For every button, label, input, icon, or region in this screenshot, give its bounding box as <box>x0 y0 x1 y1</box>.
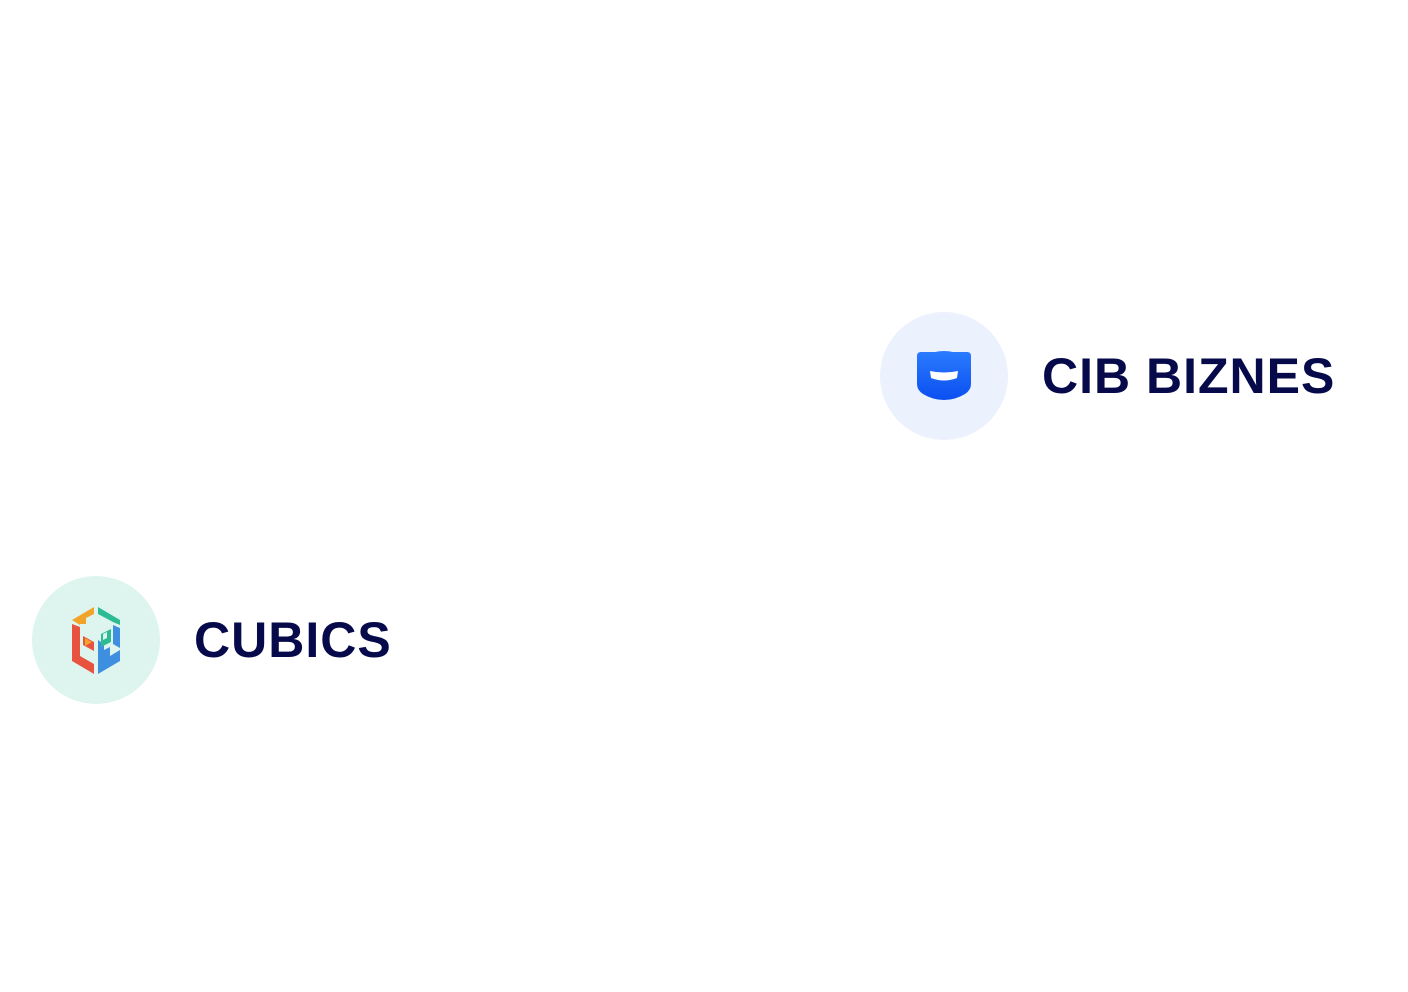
brand-cib-biznes: CIB BIZNES <box>880 312 1335 440</box>
cubics-logo-circle <box>32 576 160 704</box>
brand-name: CIB BIZNES <box>1042 348 1336 404</box>
cib-shield-smile-icon <box>917 351 971 400</box>
brand-cubics: CUBICS <box>32 576 392 704</box>
cib-logo-circle <box>880 312 1008 440</box>
brand-name: CUBICS <box>194 612 392 668</box>
cubics-cube-icon <box>72 607 120 674</box>
